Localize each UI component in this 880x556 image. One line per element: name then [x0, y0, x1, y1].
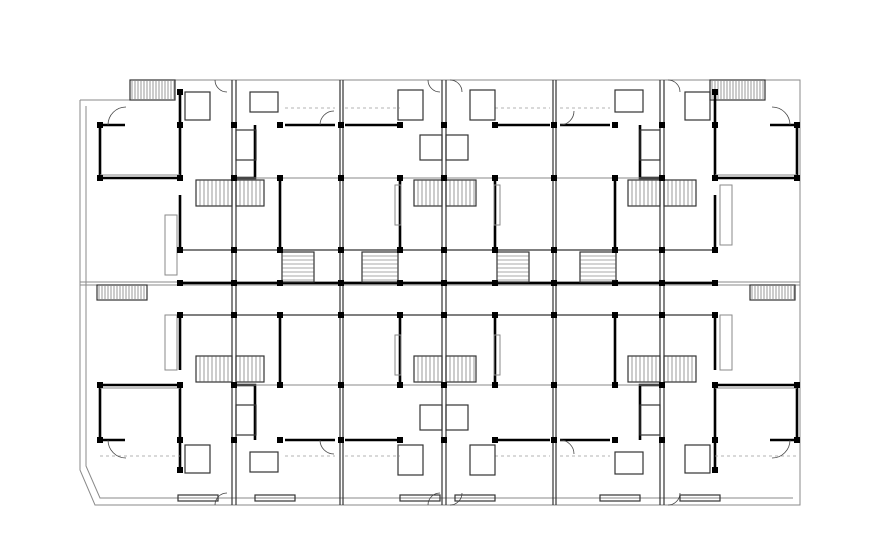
column — [231, 437, 237, 443]
column — [492, 122, 498, 128]
column — [612, 122, 618, 128]
column — [231, 312, 237, 318]
column — [441, 175, 447, 181]
column — [277, 382, 283, 388]
central-spine — [180, 249, 715, 316]
column — [551, 382, 557, 388]
column — [712, 312, 718, 318]
column — [492, 280, 498, 286]
column — [338, 312, 344, 318]
column — [338, 247, 344, 253]
lower-units — [98, 314, 799, 502]
column — [712, 280, 718, 286]
column — [177, 382, 183, 388]
column — [338, 122, 344, 128]
column — [397, 175, 403, 181]
column — [231, 382, 237, 388]
column — [397, 312, 403, 318]
column — [551, 175, 557, 181]
structural-columns — [97, 89, 800, 473]
column — [277, 247, 283, 253]
column — [397, 382, 403, 388]
column — [551, 312, 557, 318]
column — [794, 122, 800, 128]
upper-units — [98, 89, 799, 283]
column — [97, 175, 103, 181]
column — [551, 122, 557, 128]
column — [441, 312, 447, 318]
column — [277, 175, 283, 181]
column — [338, 437, 344, 443]
column — [659, 382, 665, 388]
column — [492, 247, 498, 253]
column — [659, 175, 665, 181]
column — [612, 312, 618, 318]
column — [712, 382, 718, 388]
column — [231, 247, 237, 253]
corner-balcony-railings — [96, 79, 796, 301]
column — [492, 437, 498, 443]
column — [231, 175, 237, 181]
column — [397, 280, 403, 286]
door-swings — [107, 79, 791, 506]
column — [177, 89, 183, 95]
column — [794, 437, 800, 443]
column — [659, 280, 665, 286]
column — [277, 280, 283, 286]
column — [712, 247, 718, 253]
column — [97, 437, 103, 443]
column — [659, 247, 665, 253]
column — [277, 312, 283, 318]
column — [794, 175, 800, 181]
column — [441, 122, 447, 128]
column — [492, 382, 498, 388]
column — [338, 280, 344, 286]
column — [492, 312, 498, 318]
column — [612, 175, 618, 181]
column — [712, 175, 718, 181]
column — [397, 437, 403, 443]
column — [231, 122, 237, 128]
column — [441, 437, 447, 443]
column — [712, 122, 718, 128]
column — [659, 437, 665, 443]
column — [177, 280, 183, 286]
column — [177, 312, 183, 318]
column — [338, 382, 344, 388]
column — [97, 122, 103, 128]
column — [551, 437, 557, 443]
stair-treads — [199, 180, 693, 382]
column — [712, 467, 718, 473]
column — [397, 122, 403, 128]
outer-outline — [79, 79, 801, 506]
column — [794, 382, 800, 388]
column — [177, 437, 183, 443]
column — [441, 247, 447, 253]
column — [659, 312, 665, 318]
column — [177, 467, 183, 473]
column — [551, 280, 557, 286]
column — [231, 280, 237, 286]
column — [277, 437, 283, 443]
column — [712, 89, 718, 95]
column — [97, 382, 103, 388]
column — [177, 122, 183, 128]
column — [612, 280, 618, 286]
column — [177, 247, 183, 253]
column — [551, 247, 557, 253]
column — [338, 175, 344, 181]
column — [659, 122, 665, 128]
column — [441, 280, 447, 286]
column — [277, 122, 283, 128]
column — [612, 437, 618, 443]
column — [492, 175, 498, 181]
column — [177, 175, 183, 181]
column — [612, 247, 618, 253]
column — [712, 437, 718, 443]
column — [612, 382, 618, 388]
column — [397, 247, 403, 253]
column — [441, 382, 447, 388]
